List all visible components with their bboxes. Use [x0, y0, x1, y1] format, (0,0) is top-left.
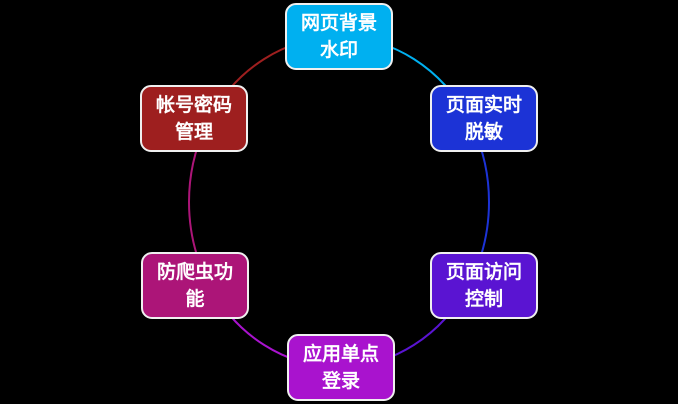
- node-single-sign-on: 应用单点 登录: [287, 334, 395, 401]
- node-label-line: 控制: [464, 288, 503, 310]
- node-label-line: 应用单点: [302, 343, 379, 365]
- node-label-line: 登录: [321, 370, 360, 392]
- node-access-control: 页面访问 控制: [430, 252, 538, 319]
- node-realtime-masking: 页面实时 脱敏: [430, 85, 538, 152]
- node-label-line: 网页背景: [300, 12, 377, 34]
- node-web-watermark: 网页背景 水印: [285, 3, 393, 70]
- node-label-line: 管理: [174, 121, 213, 143]
- node-label-line: 防爬虫功: [156, 261, 233, 283]
- node-label-line: 帐号密码: [155, 94, 232, 116]
- node-label-line: 页面访问: [445, 261, 522, 283]
- node-account-password: 帐号密码 管理: [140, 85, 248, 152]
- node-label-line: 页面实时: [445, 94, 522, 116]
- node-label-line: 水印: [319, 39, 358, 61]
- node-label-line: 脱敏: [464, 121, 503, 143]
- node-anti-crawler: 防爬虫功 能: [141, 252, 249, 319]
- node-label-line: 能: [185, 288, 205, 310]
